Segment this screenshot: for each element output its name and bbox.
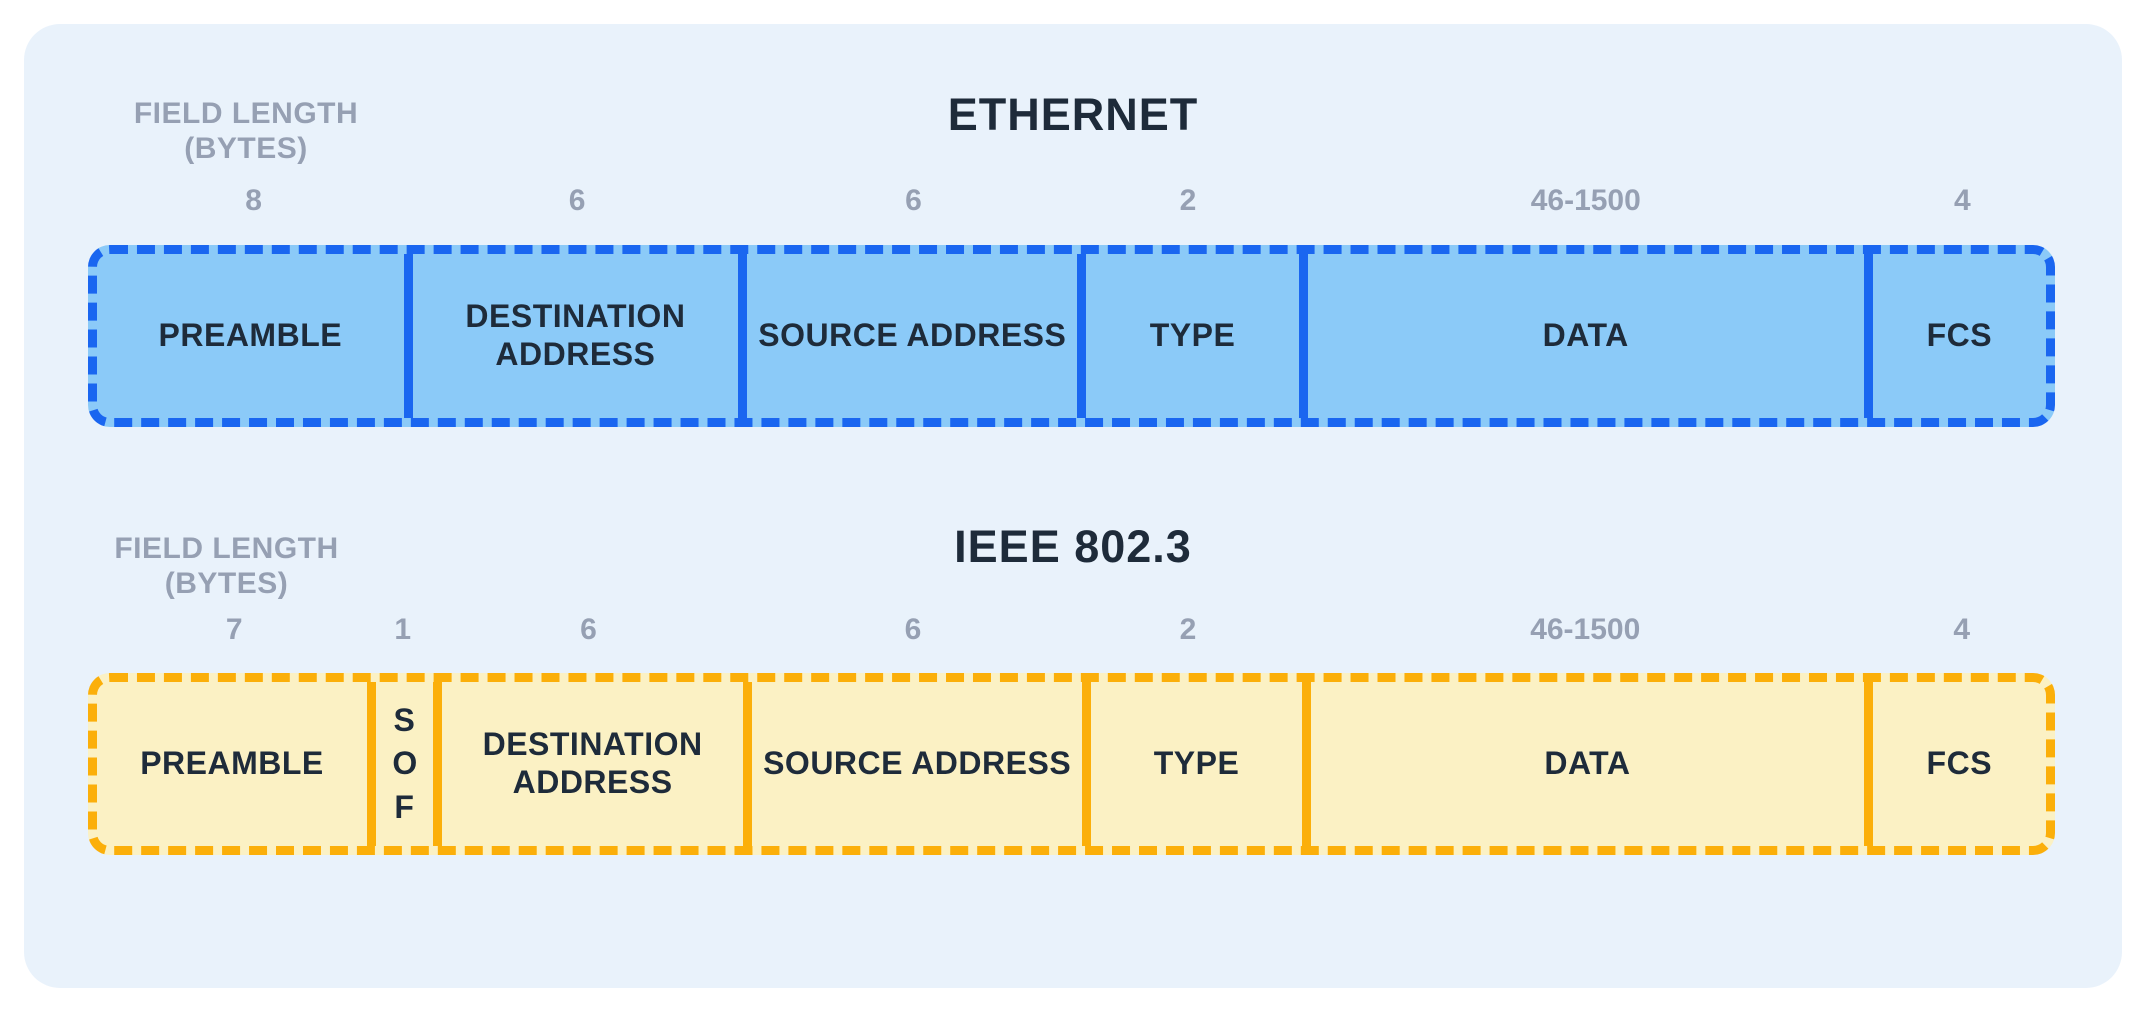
eth-field-type-label: TYPE [1149, 317, 1236, 354]
ethernet-frame: PREAMBLE DESTINATION ADDRESS SOURCE ADDR… [88, 245, 2055, 427]
eth-field-data: DATA [1298, 254, 1864, 418]
ieee-field-source-address-label: SOURCE ADDRESS [763, 745, 1072, 782]
eth-field-type: TYPE [1077, 254, 1298, 418]
eth-field-preamble: PREAMBLE [97, 254, 404, 418]
field-length-line2: (BYTES) [164, 567, 289, 600]
ieee-bytes-type: 2 [1179, 613, 1197, 646]
ieee-field-type: TYPE [1081, 682, 1302, 846]
eth-field-data-label: DATA [1542, 317, 1629, 354]
ieee-bytes-source-address: 6 [904, 613, 922, 646]
ieee-field-sof: SOF [366, 682, 433, 846]
ieee-field-source-address: SOURCE ADDRESS [743, 682, 1082, 846]
ieee-field-destination-address: DESTINATION ADDRESS [432, 682, 744, 846]
ieee-byte-counts: 7 1 6 6 2 46-1500 4 [88, 610, 2055, 650]
ethernet-byte-counts: 8 6 6 2 46-1500 4 [88, 180, 2055, 222]
ieee-field-type-label: TYPE [1153, 745, 1240, 782]
ieee-bytes-fcs: 4 [1953, 613, 1971, 646]
diagram-card: FIELD LENGTH (BYTES) ETHERNET 8 6 6 2 46… [24, 24, 2122, 988]
eth-field-fcs-label: FCS [1926, 317, 1993, 354]
ieee-field-sof-label: SOF [392, 702, 418, 825]
eth-bytes-type: 2 [1179, 184, 1197, 217]
ieee-field-destination-address-label: DESTINATION ADDRESS [482, 726, 703, 800]
eth-field-source-address-label: SOURCE ADDRESS [758, 317, 1067, 354]
ieee-bytes-data: 46-1500 [1530, 613, 1641, 646]
field-length-line2: (BYTES) [184, 132, 308, 165]
ieee-bytes-preamble: 7 [225, 613, 243, 646]
ieee-frame: PREAMBLE SOF DESTINATION ADDRESS SOURCE … [88, 673, 2055, 855]
ieee-field-fcs: FCS [1863, 682, 2046, 846]
ethernet-field-length-label: FIELD LENGTH (BYTES) [88, 96, 404, 166]
ieee-field-data-label: DATA [1544, 745, 1631, 782]
ieee-title: IEEE 802.3 [954, 521, 1192, 572]
eth-field-destination-address-label: DESTINATION ADDRESS [465, 298, 686, 372]
ieee-bytes-destination-address: 6 [580, 613, 597, 646]
ieee-field-data: DATA [1302, 682, 1863, 846]
ieee-field-preamble: PREAMBLE [97, 682, 367, 846]
field-length-line1: FIELD LENGTH [114, 532, 339, 565]
eth-bytes-preamble: 8 [245, 184, 262, 217]
eth-bytes-fcs: 4 [1953, 184, 1971, 217]
field-length-line1: FIELD LENGTH [133, 97, 359, 130]
eth-field-source-address: SOURCE ADDRESS [738, 254, 1077, 418]
eth-field-preamble-label: PREAMBLE [158, 317, 343, 354]
ieee-field-fcs-label: FCS [1926, 745, 1993, 782]
eth-field-fcs: FCS [1863, 254, 2046, 418]
eth-bytes-source-address: 6 [905, 184, 922, 217]
ieee-bytes-sof: 1 [394, 613, 412, 646]
ieee-field-preamble-label: PREAMBLE [140, 745, 324, 782]
eth-bytes-destination-address: 6 [568, 184, 586, 217]
eth-field-destination-address: DESTINATION ADDRESS [403, 254, 739, 418]
eth-bytes-data: 46-1500 [1530, 184, 1641, 217]
ethernet-title: ETHERNET [947, 89, 1199, 140]
ieee-field-length-label: FIELD LENGTH (BYTES) [88, 531, 365, 601]
